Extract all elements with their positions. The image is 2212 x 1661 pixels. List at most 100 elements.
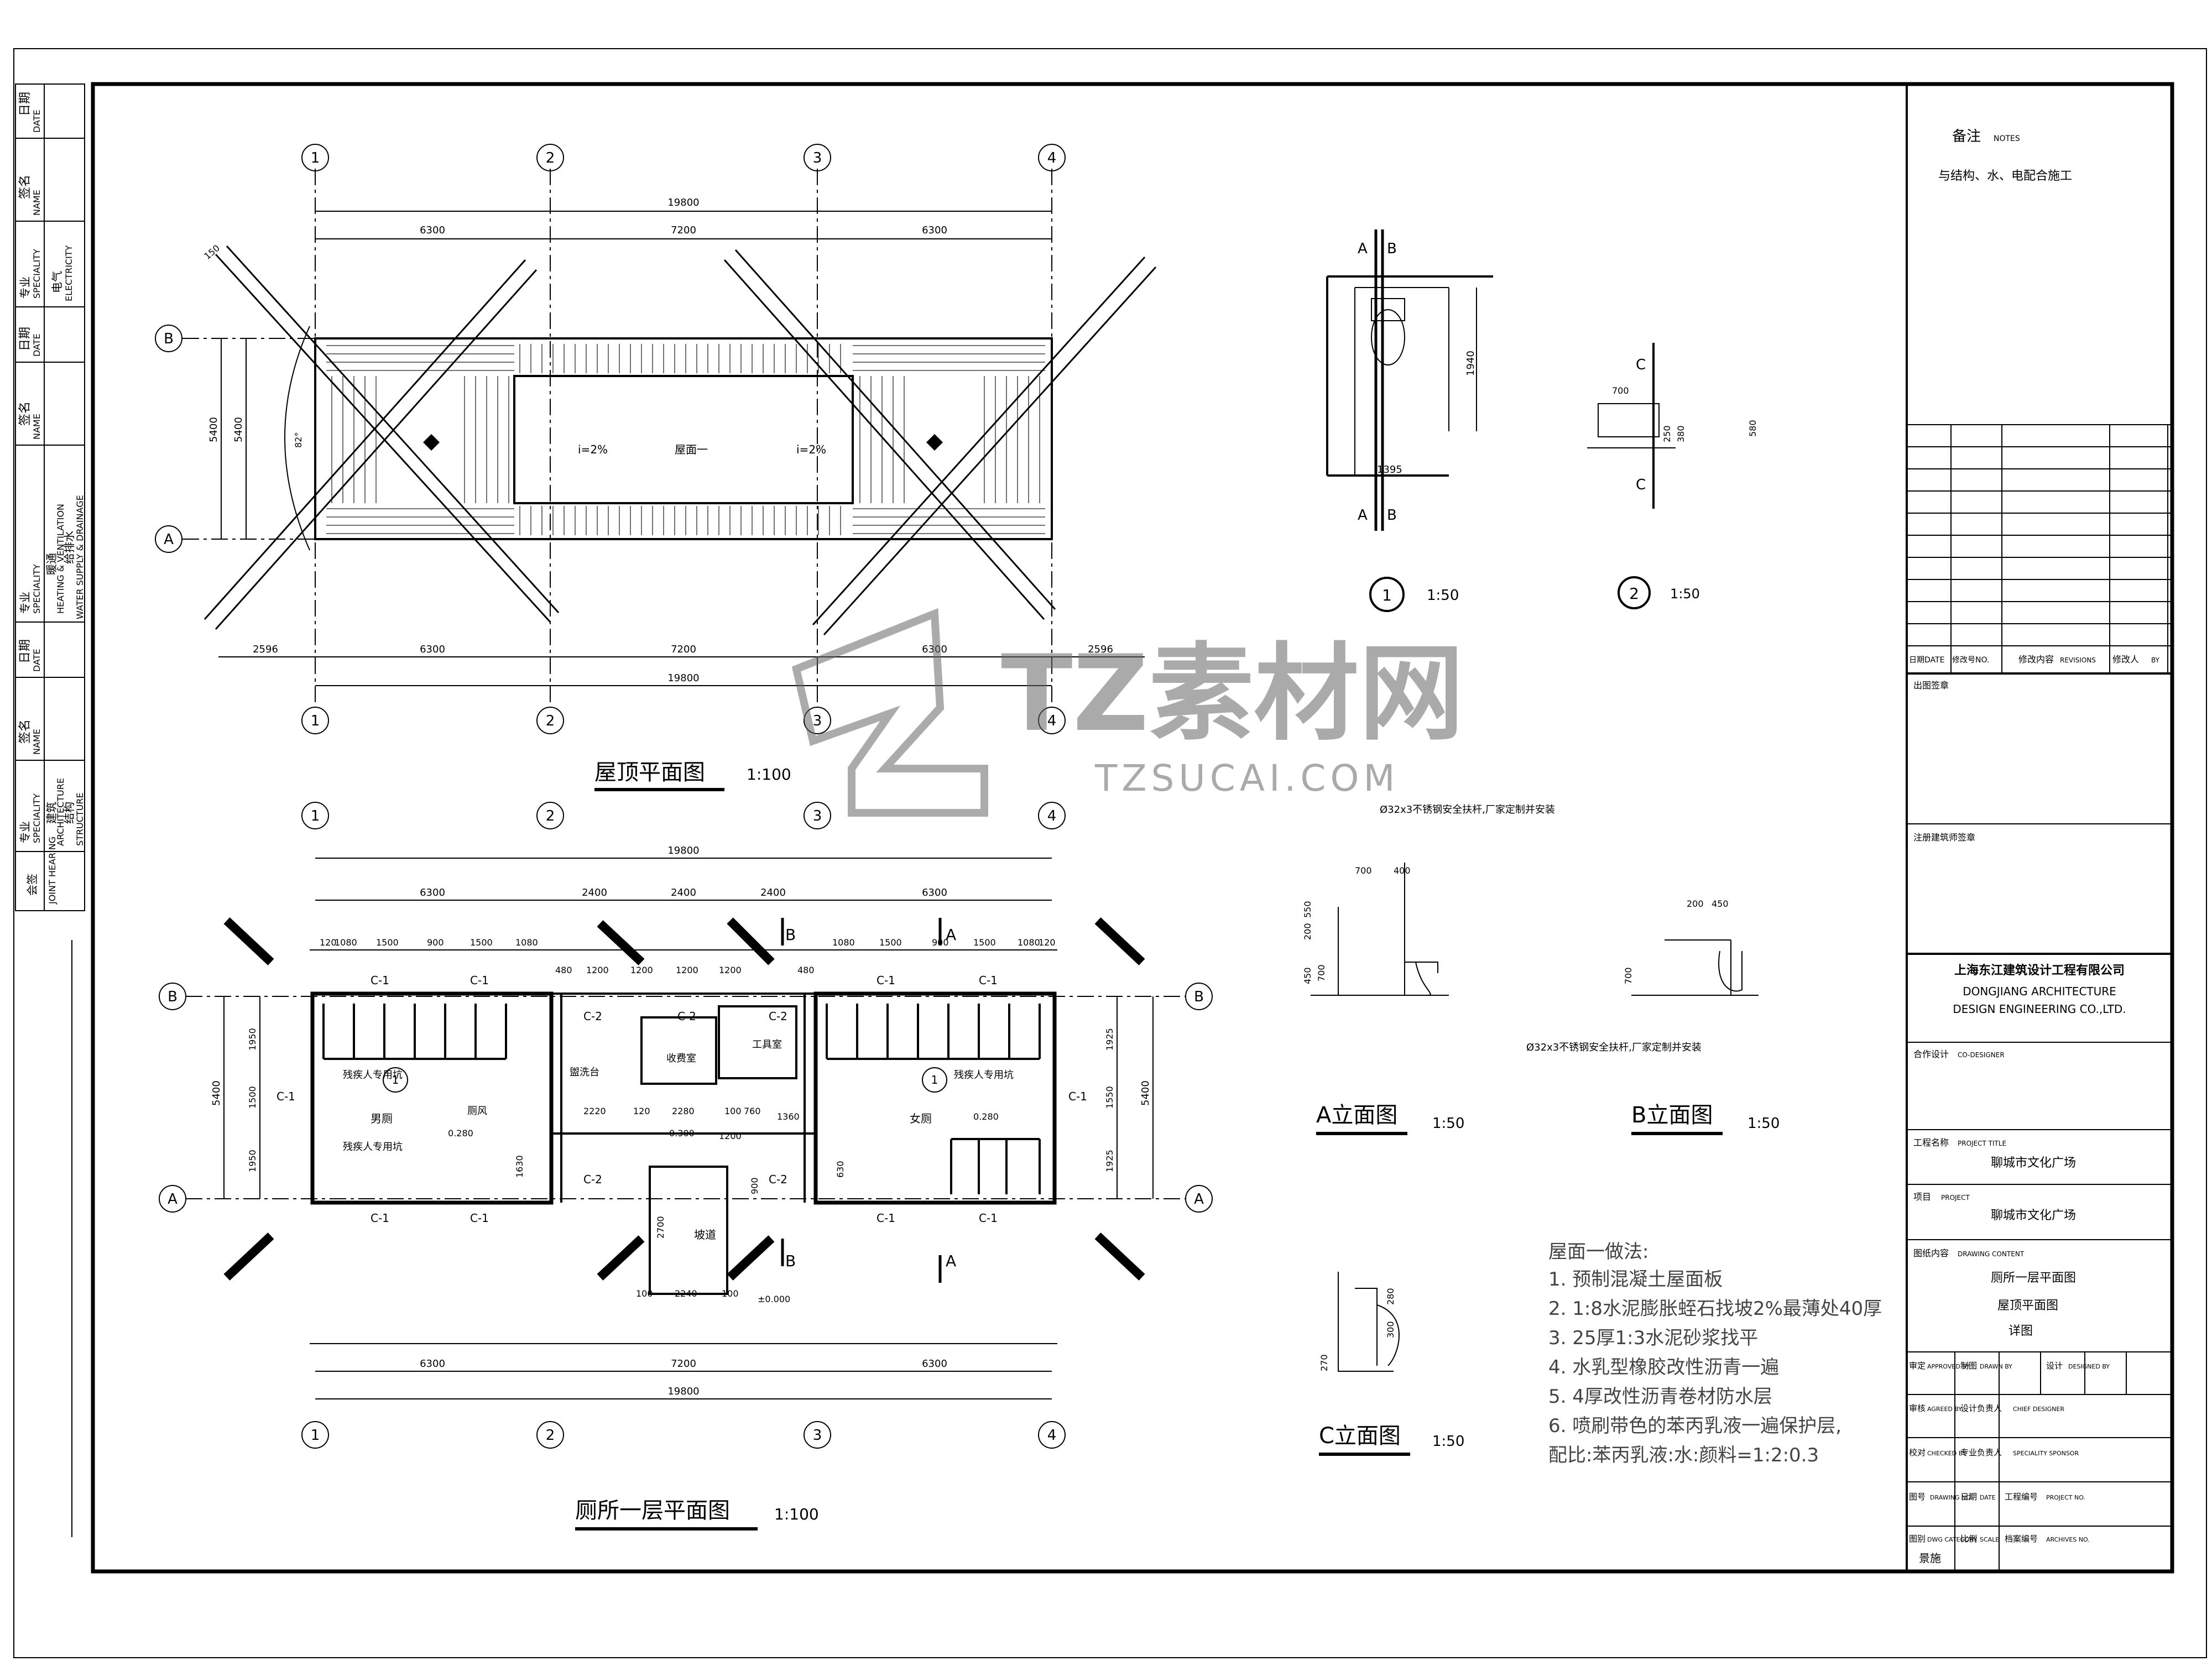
floor-diagonal-marks: [223, 917, 1145, 1281]
floor-plan-scale: 1:100: [774, 1505, 819, 1523]
fd-4: 1500: [470, 937, 493, 948]
win-c2-3: C-2: [769, 1010, 787, 1023]
roof-grid-3-top: 3: [813, 150, 822, 166]
floor-plan-title: 厕所一层平面图: [575, 1498, 730, 1523]
b-rail-note: Ø32x3不锈钢安全扶杆,厂家定制并安装: [1526, 1042, 1702, 1053]
a-dim-3: 550: [1302, 901, 1313, 918]
d2-scale: 1:50: [1670, 586, 1700, 602]
roof-plan-title: 屋顶平面图: [594, 760, 705, 785]
label-ramp: 坡道: [694, 1228, 716, 1241]
strip-date-1: 日期: [18, 92, 32, 116]
tb-proj-title-label: 工程名称: [1913, 1137, 1949, 1148]
roof-label: 屋面一: [675, 443, 708, 456]
ramp-dim-3: 2700: [655, 1216, 666, 1239]
d2-dim-2: 250: [1662, 425, 1672, 442]
fd-16: 1080: [1018, 937, 1040, 948]
floor-disabled-marker-right: 1: [931, 1073, 938, 1087]
tb-date-en: DATE: [1980, 1494, 1996, 1501]
label-elev-b: 0.300: [669, 1128, 695, 1138]
strip-struct-en: STRUCTURE: [75, 792, 85, 846]
fd-17: 120: [1039, 937, 1056, 948]
roof-note-1: 1. 预制混凝土屋面板: [1548, 1268, 1723, 1291]
tb-rev-by-en: BY: [2151, 656, 2160, 664]
b-dim-3: 700: [1623, 967, 1634, 984]
sign-strip: 日期 DATE 签名 NAME 专业 SPECIALITY 电气 ELECTRI…: [15, 83, 85, 1537]
floor-grid-axes: 1 2 3 4 1 2 3 4 B A B A: [159, 802, 1213, 1449]
roof-note-4: 4. 水乳型橡胶改性沥青一遍: [1548, 1356, 1779, 1378]
d1-sec-a-top: A: [1358, 241, 1368, 257]
strip-date-en-3: DATE: [32, 649, 42, 672]
floor-dim-bot-1: 6300: [420, 1358, 445, 1370]
d2-sec-c-top: C: [1636, 357, 1646, 373]
d2-sec-c-bot: C: [1636, 477, 1646, 493]
tb-proj-title: 聊城市文化广场: [1991, 1156, 2076, 1170]
floor-dim-top-2: 2400: [582, 887, 607, 899]
strip-date-en-1: DATE: [32, 109, 42, 133]
a-dim-1: 700: [1355, 865, 1372, 876]
label-wash: 盥洗台: [570, 1067, 599, 1078]
roof-note-2: 2. 1:8水泥膨胀蛭石找坡2%最薄处40厚: [1548, 1298, 1882, 1320]
floor-dim-top-5: 6300: [922, 887, 947, 899]
c-dim-1: 280: [1385, 1288, 1396, 1305]
roof-grid-4-top: 4: [1047, 150, 1057, 166]
roof-plan: 1 2 3 4 1 2 3 4 B A 19800 6300 7200 6300: [155, 144, 1157, 791]
roof-dim-left-1: 5400: [208, 417, 220, 442]
mid-dim-1: 120: [633, 1106, 650, 1116]
roof-dim-bay-2: 7200: [671, 224, 696, 236]
b-elev-scale: 1:50: [1747, 1115, 1780, 1132]
floor-grid-1-top: 1: [311, 808, 320, 824]
fd-7: 1200: [586, 965, 609, 975]
inner-frame: [91, 82, 2174, 1574]
c-dim-3: 270: [1319, 1354, 1329, 1371]
fd-1: 1080: [335, 937, 357, 948]
roof-dim-total-bot: 19800: [667, 672, 699, 684]
roof-dim-bot-3: 7200: [671, 644, 696, 655]
tb-category-en: DWG CATEGORY: [1927, 1536, 1978, 1543]
floor-dim-left-3: 1950: [247, 1150, 258, 1172]
tb-company-en-2: DESIGN ENGINEERING CO.,LTD.: [1953, 1002, 2126, 1016]
roof-slope-right: i=2%: [796, 443, 826, 456]
roof-grid-1-top: 1: [311, 150, 320, 166]
strip-sign-en-1: NAME: [32, 190, 42, 216]
floor-dim-right-1: 1925: [1104, 1028, 1115, 1051]
floor-grid-4-top: 4: [1047, 808, 1057, 824]
tb-proj-no: 工程编号: [2005, 1492, 2038, 1502]
tb-rev-content: 修改内容: [2018, 654, 2054, 665]
floor-grid-1-bot: 1: [311, 1427, 320, 1444]
tb-dwg-no-en: DRAWING NO.: [1930, 1494, 1973, 1501]
roof-grid-b: B: [164, 331, 174, 347]
label-cashier: 收费室: [666, 1053, 696, 1064]
tb-agreed: 审核: [1909, 1403, 1926, 1413]
tb-dwg-no: 图号: [1909, 1492, 1926, 1502]
tb-company-cn: 上海东江建筑设计工程有限公司: [1954, 963, 2125, 978]
label-disabled-1: 残疾人专用坑: [343, 1069, 403, 1081]
b-dim-1: 200: [1687, 899, 1704, 909]
fd-6: 480: [555, 965, 572, 975]
win-c1-3: C-1: [877, 974, 895, 987]
strip-sign-en-2: NAME: [32, 414, 42, 440]
strip-sign-en-3: NAME: [32, 729, 42, 755]
fd-8: 1200: [630, 965, 653, 975]
tb-codesign-en: CO-DESIGNER: [1958, 1051, 2005, 1059]
floor-grid-3-bot: 3: [813, 1427, 822, 1444]
floor-dim-total-bot: 19800: [667, 1386, 699, 1397]
strip-arch-en: ARCHITECTURE: [55, 778, 66, 846]
floor-dim-bot-3: 6300: [922, 1358, 947, 1370]
tb-checked-en: CHECKED BY: [1927, 1450, 1966, 1457]
tb-archive-en: ARCHIVES NO.: [2046, 1536, 2090, 1543]
roof-grid-1-bot: 1: [311, 713, 320, 729]
tb-rev-date: 日期DATE: [1909, 656, 1944, 665]
roof-plan-scale: 1:100: [747, 765, 791, 784]
d2-marker: 2: [1629, 584, 1639, 603]
d1-scale: 1:50: [1427, 587, 1459, 604]
d2-dim-4: 580: [1747, 420, 1758, 437]
win-c2-1: C-2: [583, 1010, 602, 1023]
c-dim-2: 300: [1385, 1321, 1396, 1338]
floor-grid-2-top: 2: [546, 808, 555, 824]
win-c2-5: C-2: [769, 1173, 787, 1186]
floor-dim-total-top: 19800: [667, 845, 699, 856]
tb-chief: 设计负责人: [1960, 1403, 2002, 1413]
d2-dim-3: 380: [1676, 425, 1686, 442]
floor-sec-a-bot: A: [946, 1252, 956, 1270]
